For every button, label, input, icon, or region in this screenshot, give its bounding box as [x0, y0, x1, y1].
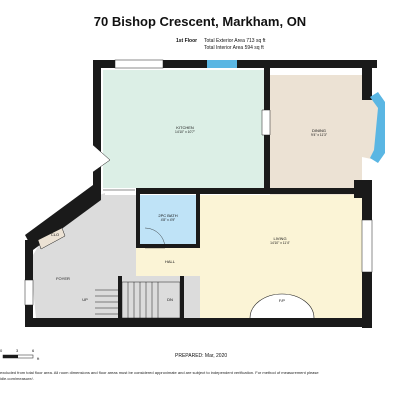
- dining-room: [270, 75, 362, 195]
- bath-room: [140, 195, 196, 245]
- disclaimer: excluded from total floor area. All room…: [0, 370, 400, 382]
- scale-zero: 0: [0, 348, 3, 353]
- hall-strip: [136, 248, 200, 276]
- fireplace-hearth: [249, 293, 315, 319]
- closet-label: CLO: [50, 232, 60, 237]
- bay-window: [370, 92, 385, 163]
- kitchen-label: KITCHEN 14'10" x 10'7": [175, 125, 195, 134]
- floor-label: 1st Floor: [176, 38, 198, 44]
- prepared-date: PREPARED: Mar, 2020: [175, 353, 228, 359]
- disclaimer-line-2: idle.com/measure/.: [0, 376, 34, 381]
- living-window: [361, 219, 373, 273]
- kitchen-room: [103, 70, 265, 188]
- exterior-area: Total Exterior Area 713 sq ft: [204, 38, 266, 44]
- fireplace-label: F/P: [278, 298, 286, 303]
- foyer-label: FOYER: [56, 276, 70, 281]
- scale-unit: ft: [37, 356, 40, 361]
- kitchen-window: [114, 59, 164, 69]
- stairs: [95, 281, 181, 319]
- interior-area: Total Interior Area 594 sq ft: [204, 45, 264, 51]
- page-title: 70 Bishop Crescent, Markham, ON: [93, 14, 307, 29]
- living-label: LIVING 14'10" x 11'4": [270, 236, 290, 245]
- hall-label: HALL: [164, 259, 175, 264]
- foyer-window: [24, 279, 34, 306]
- scale-bar: [2, 354, 34, 359]
- top-window: [207, 60, 237, 68]
- stairs-up-label: UP: [82, 297, 88, 302]
- closet-door: [37, 227, 66, 250]
- dining-label: DINING 9'4" x 11'3": [310, 128, 327, 137]
- disclaimer-line-1: excluded from total floor area. All room…: [0, 370, 319, 375]
- scale-three: 3: [16, 348, 19, 353]
- bath-label: 2PC BATH 4'8" x 4'9": [158, 213, 178, 222]
- scale-six: 6: [32, 348, 35, 353]
- stairs-down-label: DN: [167, 297, 173, 302]
